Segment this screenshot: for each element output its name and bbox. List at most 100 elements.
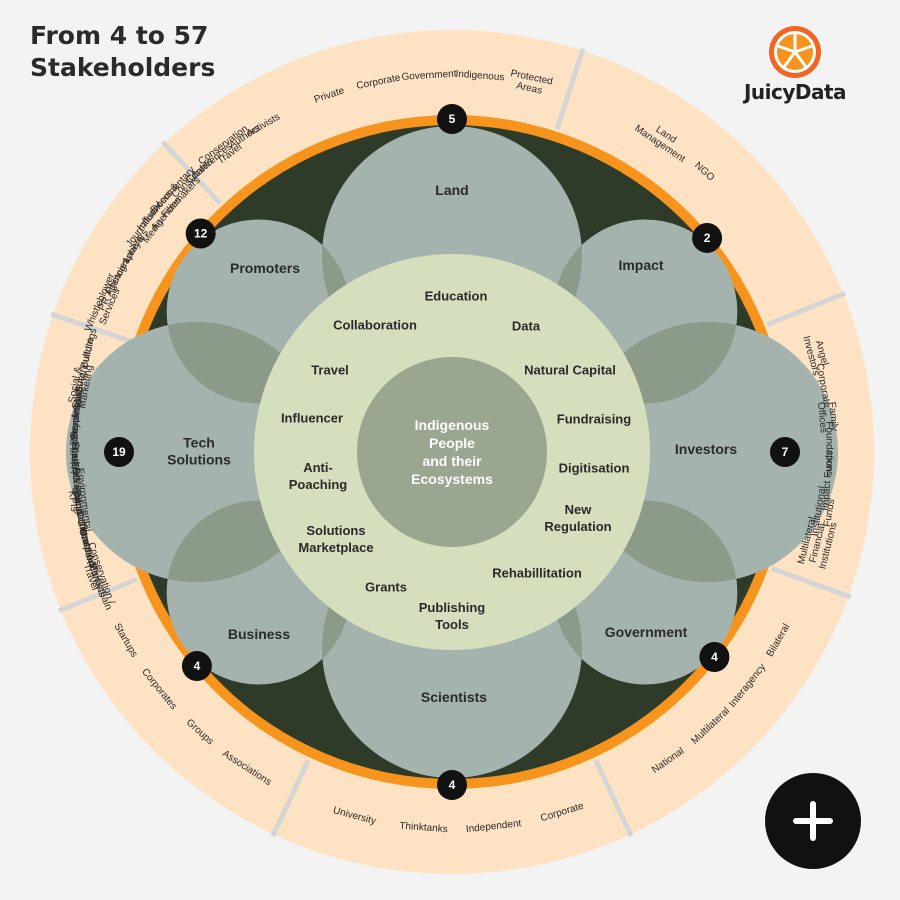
- theme-data-line: Data: [512, 319, 541, 334]
- theme-anti-poaching-line: Anti-: [303, 460, 333, 475]
- petal-label-promoters: Promoters: [230, 260, 300, 276]
- stakeholder-item-text: Indig.People: [69, 408, 82, 464]
- count-badge-circle: [437, 104, 467, 134]
- count-badge-text: 12: [194, 227, 208, 241]
- stakeholder-item-line: Fair Finance: [69, 447, 83, 504]
- stakeholder-item: Indigenous: [455, 69, 505, 84]
- count-badge-government: 4: [699, 642, 730, 673]
- band-separator: [766, 290, 847, 327]
- orange-slice-icon: [769, 26, 821, 78]
- count-badge-promoters: 12: [185, 218, 216, 249]
- petal-label-government: Government: [605, 624, 688, 640]
- stakeholder-item-text: Indigenous: [455, 69, 505, 84]
- count-badge-text: 19: [112, 445, 126, 459]
- petal-label-tech-solutions-line: Solutions: [167, 452, 231, 468]
- count-badge-impact: 2: [692, 222, 723, 253]
- theme-natural-capital: Natural Capital: [524, 363, 616, 378]
- petal-overlap: [578, 322, 738, 404]
- theme-rehabilitation: Rehabillitation: [492, 566, 582, 581]
- stakeholder-item-line: Thinktanks: [399, 821, 448, 836]
- stakeholder-item: Government: [401, 69, 457, 83]
- stakeholder-item-line: ESG Rating: [69, 461, 85, 515]
- theme-digitisation-line: Digitisation: [559, 461, 630, 476]
- band-separator: [770, 565, 852, 600]
- page-title: From 4 to 57 Stakeholders: [30, 20, 215, 84]
- petal-labels: LandImpactInvestorsGovernmentScientistsB…: [167, 182, 737, 705]
- stakeholder-item: Impact Funds: [820, 450, 836, 511]
- center-label-line: and their: [422, 453, 482, 469]
- stakeholder-item-text: Thinktanks: [399, 821, 448, 836]
- stakeholder-item-text: Foundations: [823, 421, 834, 476]
- stakeholder-item-line: Government: [401, 69, 457, 83]
- stakeholder-item: Thinktanks: [399, 821, 448, 836]
- stakeholder-item-text: Impact Funds: [820, 450, 836, 511]
- petal-label-investors-line: Investors: [675, 441, 737, 457]
- band-separator: [57, 577, 138, 614]
- stakeholder-item-text: ESG Rating: [69, 461, 85, 515]
- stakeholder-item-line: Recycling: [69, 402, 83, 446]
- stakeholder-item-line: Healthcare: [69, 425, 80, 474]
- petal-label-scientists: Scientists: [421, 689, 487, 705]
- theme-grants: Grants: [365, 580, 407, 595]
- petal-label-business: Business: [228, 626, 290, 642]
- count-badge-tech-solutions: 19: [104, 437, 134, 467]
- stakeholder-item-line: KPIs: [66, 490, 80, 512]
- theme-solutions-marketplace-line: Solutions: [306, 523, 365, 538]
- stakeholder-item-text: Healthcare: [69, 425, 80, 474]
- count-badge-investors: 7: [770, 437, 800, 467]
- theme-grants-line: Grants: [365, 580, 407, 595]
- center-label-line: Ecosystems: [411, 471, 493, 487]
- juicydata-logo: JuicyData: [735, 24, 855, 104]
- petal-label-scientists-line: Scientists: [421, 689, 487, 705]
- stakeholder-item: Foodtech: [69, 441, 81, 483]
- stakeholder-item-text: Foodtech: [69, 441, 81, 483]
- theme-new-regulation-line: New: [565, 502, 593, 517]
- count-badge-text: 4: [194, 659, 201, 673]
- count-badge-text: 4: [449, 778, 456, 792]
- page-title-line2: Stakeholders: [30, 53, 216, 82]
- band-separator: [554, 47, 586, 130]
- theme-collaboration-line: Collaboration: [333, 318, 417, 333]
- petal-label-promoters-line: Promoters: [230, 260, 300, 276]
- count-badge-circle: [437, 770, 467, 800]
- stakeholder-item: Indig.People: [69, 408, 82, 464]
- stakeholder-item-text: SaaS: [72, 385, 86, 411]
- theme-anti-poaching-line: Poaching: [289, 477, 348, 492]
- count-badge-scientists: 4: [437, 770, 467, 800]
- stakeholder-item: Fair Finance: [69, 447, 83, 504]
- count-badge-text: 7: [782, 445, 789, 459]
- stakeholder-item-text: Fair Finance: [69, 447, 83, 504]
- count-badge-circle: [185, 218, 216, 249]
- stakeholder-item-text: Recycling: [69, 402, 83, 446]
- count-badge-land: 5: [437, 104, 467, 134]
- theme-anti-poaching: Anti- Poaching: [289, 460, 348, 492]
- stakeholder-item-text: Government: [401, 69, 457, 83]
- page-title-line1: From 4 to 57: [30, 21, 209, 50]
- stakeholder-item: SaaS: [72, 385, 86, 411]
- theme-data: Data: [512, 319, 541, 334]
- plus-button[interactable]: [765, 773, 861, 869]
- theme-publishing-tools-line: Tools: [435, 617, 469, 632]
- theme-fundraising: Fundraising: [557, 412, 631, 427]
- stakeholder-item: Recycling: [69, 402, 83, 446]
- stakeholder-item: Foundations: [823, 421, 834, 476]
- count-badge-text: 4: [711, 650, 718, 664]
- theme-travel-line: Travel: [311, 363, 349, 378]
- stakeholder-item-line: Foundations: [823, 421, 834, 476]
- count-badge-text: 5: [449, 112, 456, 126]
- stakeholder-item-line: SaaS: [72, 385, 86, 411]
- stakeholder-item-line: Foodtech: [69, 441, 81, 483]
- theme-education-line: Education: [425, 289, 488, 304]
- petal-label-impact-line: Impact: [618, 257, 663, 273]
- stakeholder-item: FamilyOffices: [815, 401, 840, 433]
- stakeholder-item-line: Impact Funds: [820, 450, 836, 511]
- center-disc: [357, 357, 547, 547]
- center-label-line: People: [429, 435, 475, 451]
- theme-natural-capital-line: Natural Capital: [524, 363, 616, 378]
- count-badge-circle: [692, 222, 723, 253]
- petal-label-business-line: Business: [228, 626, 290, 642]
- theme-fundraising-line: Fundraising: [557, 412, 631, 427]
- count-badge-circle: [699, 642, 730, 673]
